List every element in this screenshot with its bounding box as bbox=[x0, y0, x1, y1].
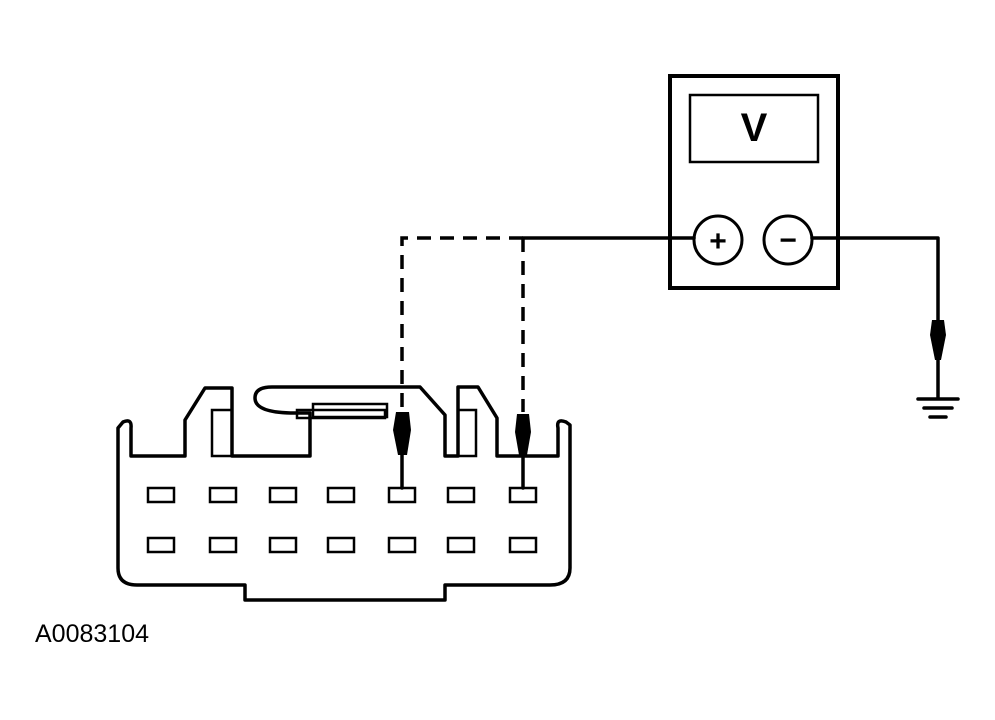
negative-terminal-symbol: − bbox=[779, 224, 797, 257]
ground-probe bbox=[930, 320, 946, 360]
pin bbox=[387, 486, 417, 504]
positive-lead bbox=[400, 236, 696, 412]
pin bbox=[508, 486, 538, 504]
probe-positive-b bbox=[515, 414, 531, 490]
voltmeter: V + − bbox=[668, 74, 840, 290]
pin bbox=[326, 486, 356, 504]
positive-terminal bbox=[692, 214, 744, 266]
probe-positive-a bbox=[393, 412, 411, 490]
pin bbox=[387, 536, 417, 554]
pin bbox=[146, 536, 176, 554]
pin bbox=[208, 536, 238, 554]
pin bbox=[268, 486, 298, 504]
pin bbox=[446, 536, 476, 554]
connector bbox=[116, 385, 572, 602]
figure-id: A0083104 bbox=[35, 620, 149, 648]
positive-lead-dashed-path bbox=[400, 236, 523, 410]
pin bbox=[146, 486, 176, 504]
pin bbox=[508, 536, 538, 554]
pin bbox=[268, 536, 298, 554]
pin-row-2 bbox=[146, 536, 538, 554]
positive-terminal-symbol: + bbox=[709, 225, 727, 258]
negative-lead bbox=[810, 236, 960, 419]
pin bbox=[208, 486, 238, 504]
connector-body bbox=[116, 385, 572, 602]
ground-icon bbox=[916, 397, 960, 419]
voltmeter-display-symbol: V bbox=[741, 106, 768, 150]
pin-row-1 bbox=[146, 486, 538, 504]
pin bbox=[326, 536, 356, 554]
negative-terminal bbox=[762, 214, 814, 266]
voltmeter-display bbox=[688, 93, 820, 164]
pin bbox=[446, 486, 476, 504]
